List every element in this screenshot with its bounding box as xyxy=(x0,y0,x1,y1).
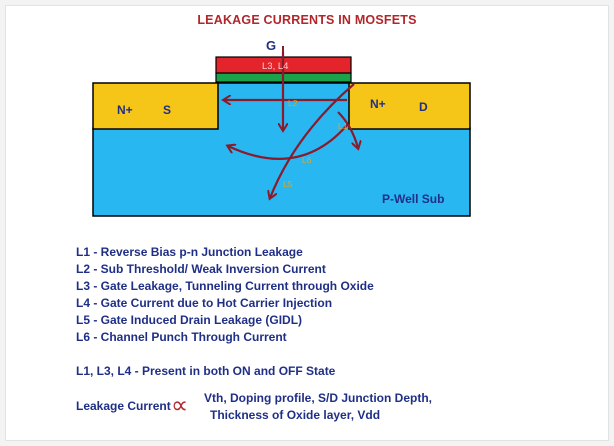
page-title: LEAKAGE CURRENTS IN MOSFETS xyxy=(197,13,417,27)
legend-item-l2: L2 - Sub Threshold/ Weak Inversion Curre… xyxy=(76,262,326,276)
proportional-label: Leakage Current xyxy=(76,399,171,413)
source-s-label: S xyxy=(163,103,171,117)
legend-item-l1: L1 - Reverse Bias p-n Junction Leakage xyxy=(76,245,303,259)
legend-item-l4: L4 - Gate Current due to Hot Carrier Inj… xyxy=(76,296,333,310)
gate-layer-label: L3, L4 xyxy=(262,61,288,72)
drain-diffusion xyxy=(348,82,471,130)
legend-item-l6: L6 - Channel Punch Through Current xyxy=(76,330,287,344)
arrow-l5 xyxy=(270,83,355,198)
l2-label: L2 xyxy=(288,98,298,108)
source-n-label: N+ xyxy=(117,103,133,117)
legend-item-l3: L3 - Gate Leakage, Tunneling Current thr… xyxy=(76,279,374,293)
drain-n-label: N+ xyxy=(370,97,386,111)
p-well-substrate xyxy=(92,127,471,217)
gate-label: G xyxy=(266,38,276,53)
source-diffusion xyxy=(92,82,219,130)
legend-item-l5: L5 - Gate Induced Drain Leakage (GIDL) xyxy=(76,313,303,327)
drain-d-label: D xyxy=(419,100,428,114)
l5-label: L5 xyxy=(283,179,293,189)
proportional-factors-line2: Thickness of Oxide layer, Vdd xyxy=(210,408,381,422)
substrate-label: P-Well Sub xyxy=(382,192,444,206)
arrow-l6 xyxy=(228,123,349,160)
proportional-symbol: ∝ xyxy=(171,392,188,419)
state-note: L1, L3, L4 - Present in both ON and OFF … xyxy=(76,364,336,378)
arrow-l1 xyxy=(337,111,358,148)
l1-label: L1 xyxy=(338,121,348,131)
l6-label: L6 xyxy=(302,155,312,165)
proportional-factors-line1: Vth, Doping profile, S/D Junction Depth, xyxy=(204,391,432,405)
